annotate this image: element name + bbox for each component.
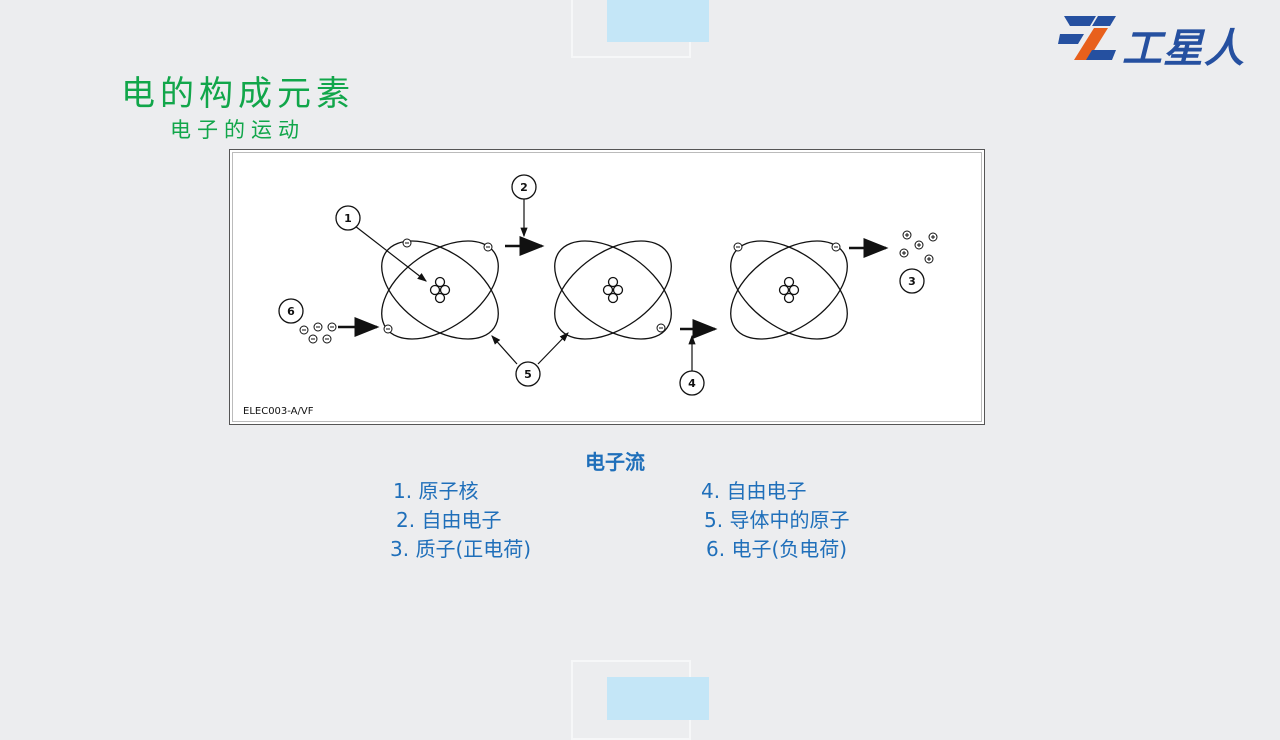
marker-4-label: 4 [688,377,696,390]
nucleus-icon [778,276,800,304]
atom-3 [730,240,848,340]
marker-2 [511,174,537,200]
legend-item-5: 5. 导体中的原子 [704,508,850,532]
marker-3-label: 3 [908,275,916,288]
logo-mark-icon [1058,16,1116,60]
marker-4 [679,370,705,396]
top-decoration-block [607,0,709,42]
marker-5 [515,361,541,387]
nucleus-icon [429,276,451,304]
pointer-arrow [537,332,569,365]
marker-1-label: 1 [344,212,352,225]
marker-1 [335,205,361,231]
legend-item-4: 4. 自由电子 [701,479,807,503]
diagram-canvas: 1 2 3 4 5 6 ELEC003-A/VF [243,174,938,417]
page-subtitle: 电子的运动 [170,118,305,142]
pointer-arrow [354,225,427,282]
legend-item-6: 6. 电子(负电荷) [706,537,848,561]
marker-6 [278,298,304,324]
pointer-arrow [491,335,518,365]
legend-item-3: 3. 质子(正电荷) [390,537,532,561]
figure-code: ELEC003-A/VF [243,406,314,417]
nucleus-icon [602,276,624,304]
marker-6-label: 6 [287,305,295,318]
legend-item-1: 1. 原子核 [393,479,479,503]
marker-5-label: 5 [524,368,532,381]
bottom-decoration-block [607,677,709,720]
atom-1 [381,240,499,340]
company-logo: 工星人 [1058,14,1258,72]
page-title: 电的构成元素 [121,74,355,114]
legend-item-2: 2. 自由电子 [396,508,502,532]
electron-cluster [299,322,337,344]
orbit-electrons [383,238,841,334]
marker-2-label: 2 [520,181,528,194]
diagram-caption: 电子流 [585,450,645,474]
logo-text: 工星人 [1122,26,1245,72]
electron-flow-diagram: 1 2 3 4 5 6 ELEC003-A/VF [229,149,985,425]
atom-2 [554,240,672,340]
marker-3 [899,268,925,294]
